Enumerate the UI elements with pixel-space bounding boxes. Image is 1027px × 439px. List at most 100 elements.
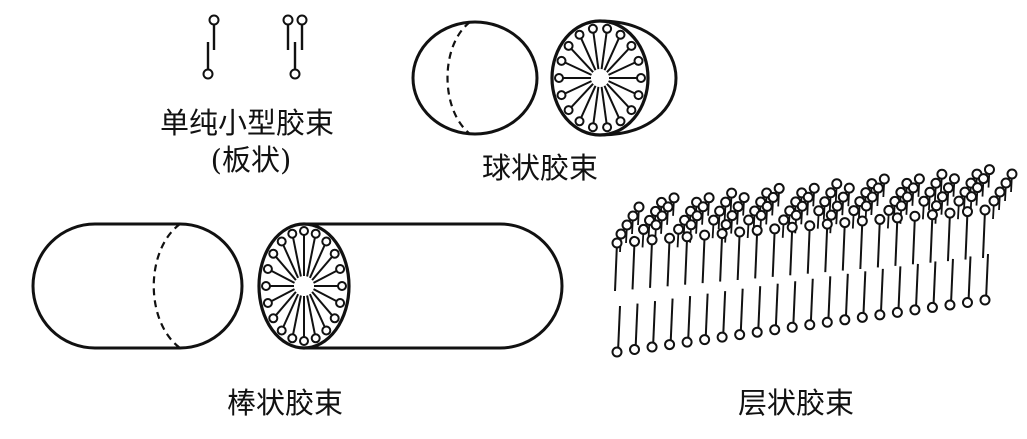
amphiphile-head	[773, 182, 785, 194]
amphiphile-head	[961, 206, 973, 218]
amphiphile-head	[909, 210, 921, 222]
amphiphile-head	[554, 73, 564, 83]
amphiphile-tail	[634, 303, 639, 350]
amphiphile-tail	[946, 213, 951, 262]
amphiphile-tail	[308, 241, 328, 279]
amphiphile-head	[874, 213, 886, 225]
amphiphile-head	[883, 204, 895, 216]
amphiphile-head	[321, 236, 332, 247]
amphiphile-head	[732, 201, 744, 213]
amphiphile-tail	[736, 231, 741, 281]
amphiphile-head	[289, 68, 301, 80]
amphiphile-head	[587, 122, 598, 133]
amphiphile-head	[574, 29, 585, 40]
amphiphile-head	[615, 228, 627, 240]
amphiphile-head	[942, 182, 954, 194]
label-lamellar-micelle: 层状胶束	[738, 386, 854, 420]
amphiphile-tail	[606, 83, 633, 111]
amphiphile-tail	[722, 291, 727, 338]
amphiphile-head	[786, 321, 798, 333]
amphiphile-head	[650, 219, 662, 231]
amphiphile-head	[638, 223, 650, 235]
label-small-micelle: 单纯小型胶束	[160, 106, 334, 140]
amphiphile-tail	[792, 281, 797, 328]
amphiphile-tail	[311, 253, 336, 281]
amphiphile-head	[668, 192, 680, 204]
amphiphile-head	[633, 90, 644, 101]
sphere-amphiphile-ring	[554, 23, 646, 133]
amphiphile-head	[872, 182, 884, 194]
amphiphile-head	[563, 40, 574, 51]
amphiphile-head	[901, 191, 913, 203]
amphiphile-head	[556, 55, 567, 66]
amphiphile-head	[699, 229, 711, 241]
amphiphile-head	[716, 331, 728, 343]
amphiphile-head	[988, 195, 1000, 207]
amphiphile-tail	[313, 288, 341, 304]
amphiphile-tail	[684, 236, 689, 285]
lamellar-micelle-figure	[611, 164, 1018, 358]
amphiphile-head	[804, 319, 816, 331]
amphiphile-tail	[606, 45, 633, 73]
amphiphile-head	[276, 236, 287, 247]
amphiphile-tail	[649, 239, 654, 288]
amphiphile-tail	[311, 291, 336, 319]
amphiphile-head	[563, 105, 574, 116]
amphiphile-head	[821, 316, 833, 328]
amphiphile-tail	[754, 230, 759, 279]
amphiphile-tail	[306, 295, 317, 339]
amphiphile-tail	[719, 233, 724, 282]
amphiphile-head	[556, 90, 567, 101]
amphiphile-head	[287, 333, 298, 344]
amphiphile-head	[936, 168, 948, 180]
amphiphile-tail	[806, 225, 811, 274]
amphiphile-tail	[757, 286, 762, 333]
amphiphile-tail	[603, 85, 622, 122]
amphiphile-tail	[631, 241, 636, 290]
amphiphile-head	[633, 55, 644, 66]
amphiphile-head	[629, 235, 641, 247]
amphiphile-head	[839, 314, 851, 326]
amphiphile-head	[848, 205, 860, 217]
amphiphile-head	[953, 195, 965, 207]
amphiphile-tail	[291, 295, 302, 339]
amphiphile-head	[627, 210, 639, 222]
amphiphile-head	[926, 209, 938, 221]
amphiphile-head	[646, 341, 658, 353]
amphiphile-tail	[739, 288, 744, 335]
amphiphile-head	[944, 299, 956, 311]
amphiphile-tail	[600, 28, 609, 70]
amphiphile-head	[662, 201, 674, 213]
amphiphile-tail	[914, 263, 919, 310]
amphiphile-head	[909, 304, 921, 316]
sphere-shell-outline	[411, 20, 539, 136]
amphiphile-head	[615, 29, 626, 40]
rod-amphiphile-ring	[261, 226, 347, 346]
amphiphile-tail	[967, 256, 972, 303]
amphiphile-tail	[591, 86, 600, 128]
amphiphile-head	[856, 311, 868, 323]
amphiphile-tail	[272, 253, 297, 281]
amphiphile-head	[979, 294, 991, 306]
amphiphile-tail	[929, 214, 934, 263]
amphiphile-tail	[308, 293, 328, 331]
amphiphile-head	[282, 14, 294, 26]
amphiphile-tail	[567, 83, 594, 111]
amphiphile-head	[821, 218, 833, 230]
spherical-micelle-figure	[411, 19, 678, 137]
amphiphile-head	[664, 232, 676, 244]
amphiphile-head	[930, 177, 942, 189]
amphiphile-head	[720, 219, 732, 231]
amphiphile-head	[965, 191, 977, 203]
amphiphile-head	[961, 296, 973, 308]
rod-micelle-figure	[31, 222, 564, 350]
amphiphile-tail	[280, 293, 300, 331]
amphiphile-tail	[844, 273, 849, 320]
amphiphile-tail	[771, 228, 776, 277]
amphiphile-head	[261, 281, 271, 291]
amphiphile-head	[825, 209, 837, 221]
amphiphile-head	[697, 201, 709, 213]
rod-cross-section-dashed	[152, 223, 181, 349]
amphiphile-head	[831, 178, 843, 190]
amphiphile-tail	[687, 296, 692, 343]
